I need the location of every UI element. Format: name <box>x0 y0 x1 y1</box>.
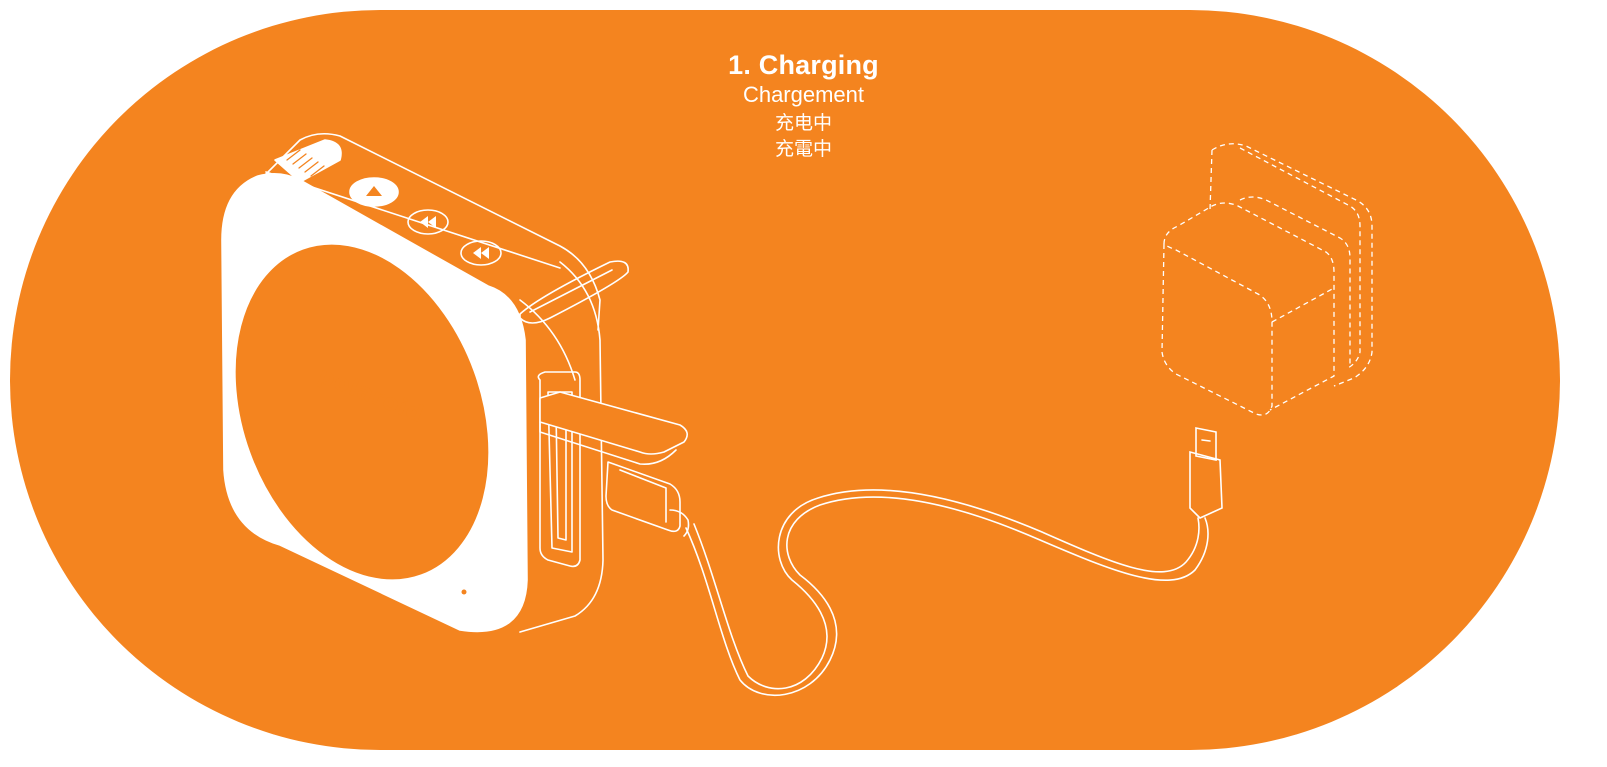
step-title-chinese-simplified: 充电中 <box>774 112 832 134</box>
usb-c-cable <box>685 427 1223 697</box>
prev-button <box>407 209 449 235</box>
next-icon <box>473 247 489 259</box>
step-title: 1. Charging <box>728 50 879 80</box>
speaker-grille <box>235 244 489 580</box>
next-button <box>460 240 502 266</box>
prev-icon <box>420 216 436 228</box>
speaker-device <box>221 132 690 633</box>
step-title-french: Chargement <box>742 82 865 107</box>
step-title-chinese-traditional: 充電中 <box>774 138 832 160</box>
play-icon <box>366 186 382 196</box>
power-adapter <box>1161 143 1373 416</box>
